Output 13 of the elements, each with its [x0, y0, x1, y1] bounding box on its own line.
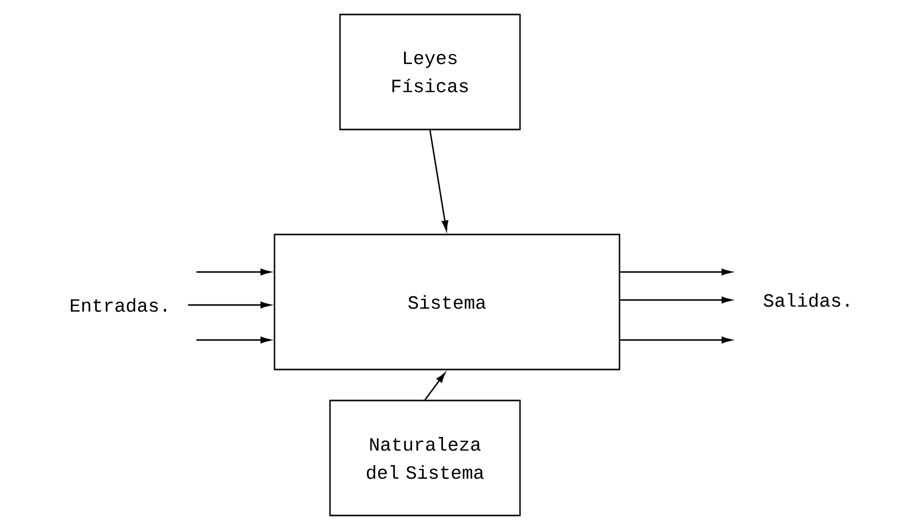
- arrow: [620, 268, 732, 276]
- arrow: [620, 296, 732, 304]
- arrow: [196, 336, 271, 344]
- arrow: [620, 336, 732, 344]
- process-box: Naturaleza del Sistema: [329, 400, 521, 516]
- process-box: Sistema: [274, 234, 620, 370]
- process-box: Leyes Físicas: [339, 14, 521, 130]
- arrow: [188, 302, 271, 308]
- arrow: [424, 372, 446, 400]
- arrow: [429, 130, 448, 231]
- label-text: Salidas.: [764, 293, 848, 307]
- arrow: [196, 268, 271, 276]
- label-text: Entradas.: [70, 298, 166, 312]
